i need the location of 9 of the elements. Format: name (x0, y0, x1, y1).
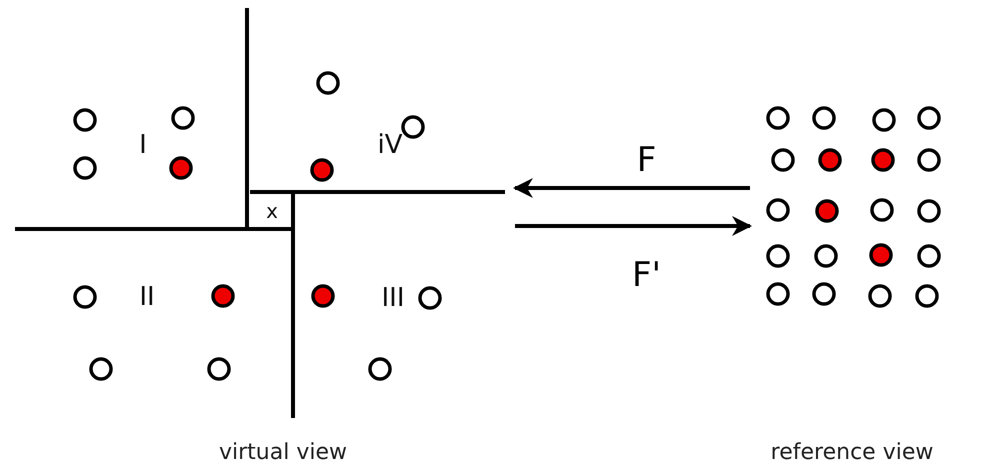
arrow (515, 216, 752, 236)
intersection-label: x (266, 198, 278, 225)
view-caption: virtual view (219, 440, 347, 466)
region-label: II (139, 283, 155, 311)
arrow (513, 178, 750, 198)
region-label: iV (378, 131, 402, 159)
region-label: III (382, 284, 404, 312)
view-caption: reference view (770, 440, 934, 466)
region-label: I (139, 131, 147, 159)
